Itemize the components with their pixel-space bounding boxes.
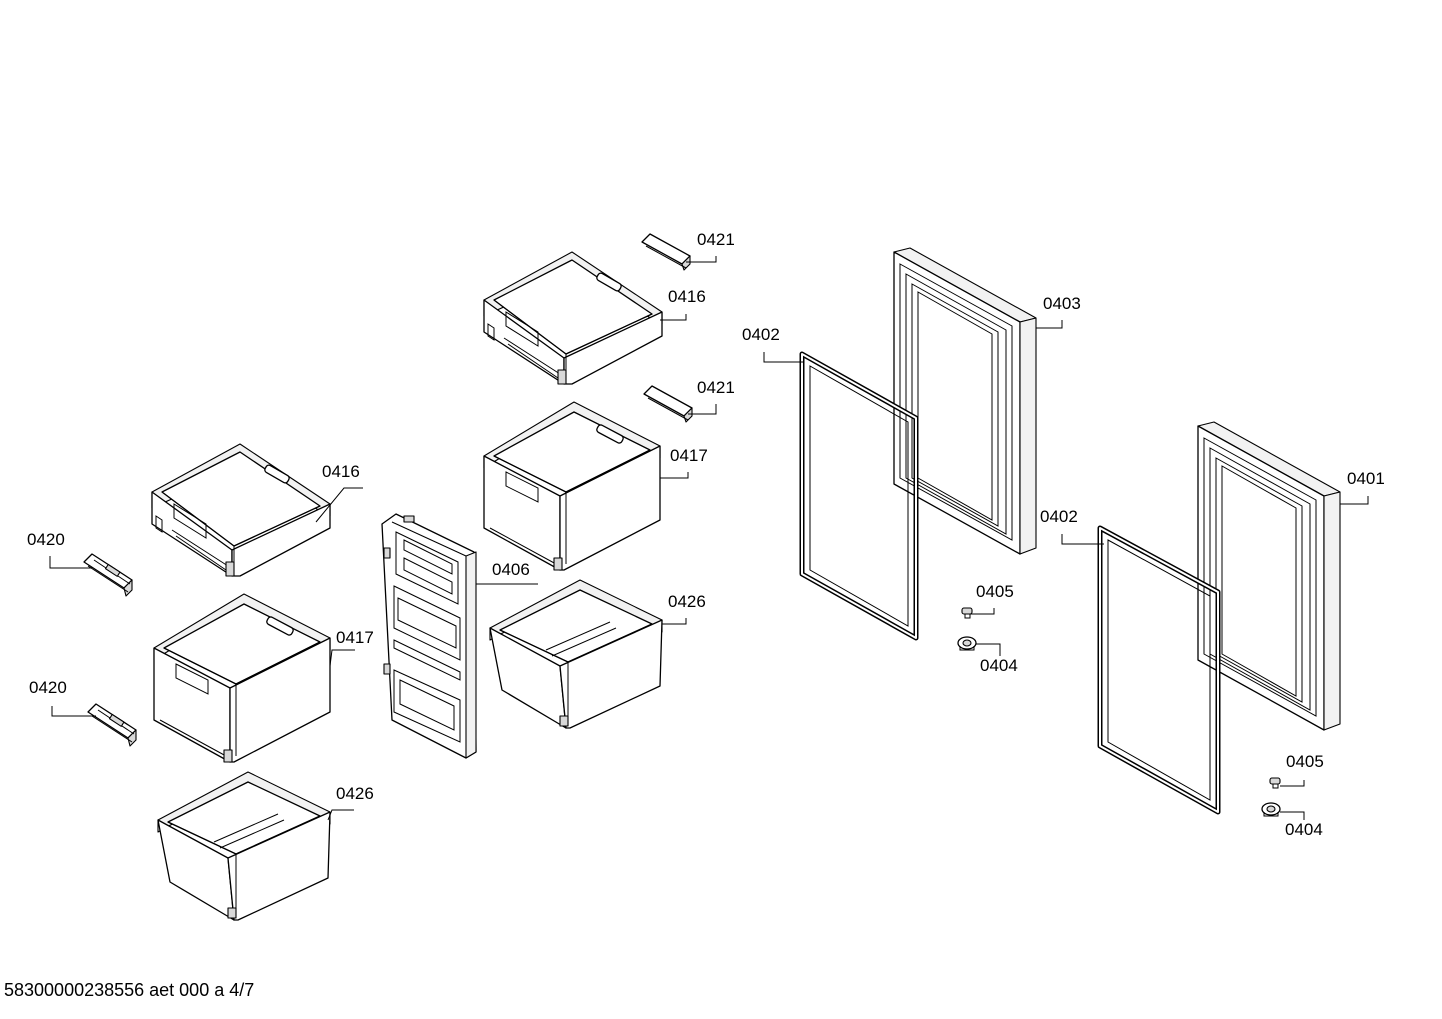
drawer-0416-left (151, 443, 331, 577)
label-0404-left: 0404 (980, 656, 1018, 675)
screw-0405-right (1269, 777, 1281, 789)
door-0403 (893, 247, 1037, 555)
hinge-0404-right (1261, 802, 1281, 817)
drawing-reference-footer: 58300000238556 aet 000 a 4/7 (4, 980, 255, 1000)
drawer-0426-right (489, 579, 663, 729)
label-0406: 0406 (492, 560, 530, 579)
label-0405-left: 0405 (976, 582, 1014, 601)
label-0426-left: 0426 (336, 784, 374, 803)
label-0421-upper: 0421 (697, 230, 735, 249)
label-0420-upper: 0420 (27, 530, 65, 549)
drawer-0417-right (483, 401, 661, 571)
screw-0405-left (961, 607, 973, 619)
label-0402-right: 0402 (1040, 507, 1078, 526)
label-0401: 0401 (1347, 469, 1385, 488)
rail-0421-upper (641, 233, 691, 271)
drawer-0416-right (483, 251, 663, 385)
hinge-0404-left (957, 636, 977, 651)
drawer-0417-left (153, 593, 331, 763)
panel-0406 (381, 513, 477, 759)
gasket-0402-right (1097, 525, 1221, 815)
gasket-0402-left (799, 351, 919, 641)
label-0416-left: 0416 (322, 462, 360, 481)
label-0403: 0403 (1043, 294, 1081, 313)
label-0417-right: 0417 (670, 446, 708, 465)
label-0404-right: 0404 (1285, 820, 1323, 839)
rail-0420-lower (87, 703, 137, 747)
rail-0420-upper (83, 553, 133, 597)
label-0405-right: 0405 (1286, 752, 1324, 771)
rail-0421-lower (643, 385, 693, 423)
label-0426-right: 0426 (668, 592, 706, 611)
label-0402-left: 0402 (742, 325, 780, 344)
door-0401 (1197, 421, 1341, 731)
label-0416-right: 0416 (668, 287, 706, 306)
label-0420-lower: 0420 (29, 678, 67, 697)
label-0421-lower: 0421 (697, 378, 735, 397)
drawer-0426-left (157, 771, 331, 921)
label-0417-left: 0417 (336, 628, 374, 647)
leader-lines (49, 256, 1369, 821)
